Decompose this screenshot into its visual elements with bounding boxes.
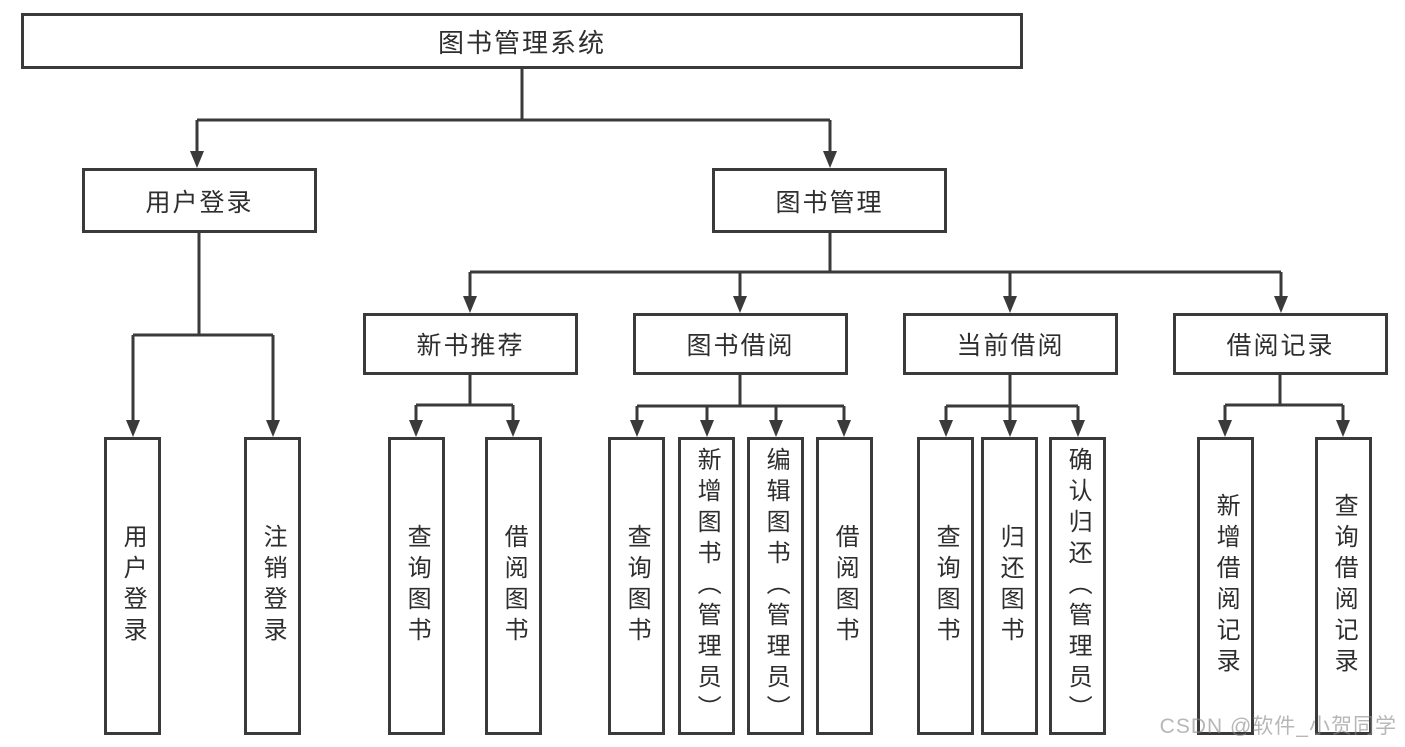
- arrow-down-icon: [1071, 420, 1085, 437]
- node-label: 归还图书: [996, 524, 1024, 648]
- arrow-down-icon: [939, 420, 953, 437]
- node-label: 查询图书: [623, 524, 651, 648]
- arrow-down-icon: [769, 420, 783, 437]
- leaf-return-books: 归还图书: [981, 437, 1038, 735]
- connector-lines: [131, 69, 1345, 421]
- leaf-edit-books-admin: 编辑图书（管理员）: [747, 437, 804, 735]
- arrow-down-icon: [1274, 296, 1288, 313]
- node-label: 借阅图书: [500, 524, 528, 648]
- node-label: 借阅图书: [831, 524, 859, 648]
- node-label: 查询借阅记录: [1330, 493, 1358, 679]
- node-label: 新书推荐: [416, 332, 525, 360]
- leaf-query-books-newbook: 查询图书: [388, 437, 445, 735]
- arrow-down-icon: [1336, 420, 1350, 437]
- arrow-down-icon: [1218, 420, 1232, 437]
- leaf-add-borrow-record: 新增借阅记录: [1197, 437, 1254, 735]
- leaf-borrow-books-newbook: 借阅图书: [485, 437, 542, 735]
- node-user-login: 用户登录: [82, 168, 317, 233]
- arrowheads: [126, 151, 1350, 437]
- arrow-down-icon: [190, 151, 204, 168]
- leaf-query-books-current: 查询图书: [917, 437, 974, 735]
- arrow-down-icon: [506, 420, 520, 437]
- arrow-down-icon: [126, 420, 140, 437]
- leaf-logout: 注销登录: [244, 437, 301, 735]
- arrow-down-icon: [630, 420, 644, 437]
- node-label: 查询图书: [932, 524, 960, 648]
- node-label: 用户登录: [145, 188, 254, 217]
- node-label: 注销登录: [259, 524, 287, 648]
- node-label: 图书管理: [775, 188, 884, 217]
- leaf-query-books-borrowing: 查询图书: [608, 437, 665, 735]
- node-book-borrowing: 图书借阅: [633, 313, 848, 375]
- leaf-confirm-return-admin: 确认归还（管理员）: [1049, 437, 1106, 735]
- csdn-watermark: CSDN @软件_小贺同学: [1159, 715, 1397, 738]
- node-label: 当前借阅: [956, 332, 1065, 360]
- arrow-down-icon: [1003, 296, 1017, 313]
- arrow-down-icon: [1003, 420, 1017, 437]
- node-book-management: 图书管理: [712, 168, 947, 233]
- node-current-borrowing: 当前借阅: [903, 313, 1118, 375]
- node-label: 图书借阅: [686, 332, 795, 360]
- node-label: 图书管理系统: [437, 27, 606, 58]
- node-label: 编辑图书（管理员）: [762, 446, 790, 726]
- node-label: 新增借阅记录: [1212, 493, 1240, 679]
- node-label: 新增图书（管理员）: [693, 446, 721, 726]
- arrow-down-icon: [463, 296, 477, 313]
- leaf-borrow-books: 借阅图书: [816, 437, 873, 735]
- node-label: 用户登录: [119, 524, 147, 648]
- node-library-management-system: 图书管理系统: [21, 13, 1023, 69]
- node-label: 确认归还（管理员）: [1064, 446, 1092, 726]
- arrow-down-icon: [409, 420, 423, 437]
- arrow-down-icon: [823, 151, 837, 168]
- node-new-book-recommend: 新书推荐: [363, 313, 578, 375]
- arrow-down-icon: [266, 420, 280, 437]
- node-label: 借阅记录: [1226, 332, 1335, 360]
- leaf-add-books-admin: 新增图书（管理员）: [678, 437, 735, 735]
- leaf-user-login: 用户登录: [104, 437, 161, 735]
- arrow-down-icon: [733, 296, 747, 313]
- leaf-query-borrow-record: 查询借阅记录: [1315, 437, 1372, 735]
- arrow-down-icon: [837, 420, 851, 437]
- arrow-down-icon: [700, 420, 714, 437]
- node-label: 查询图书: [403, 524, 431, 648]
- node-borrowing-records: 借阅记录: [1173, 313, 1388, 375]
